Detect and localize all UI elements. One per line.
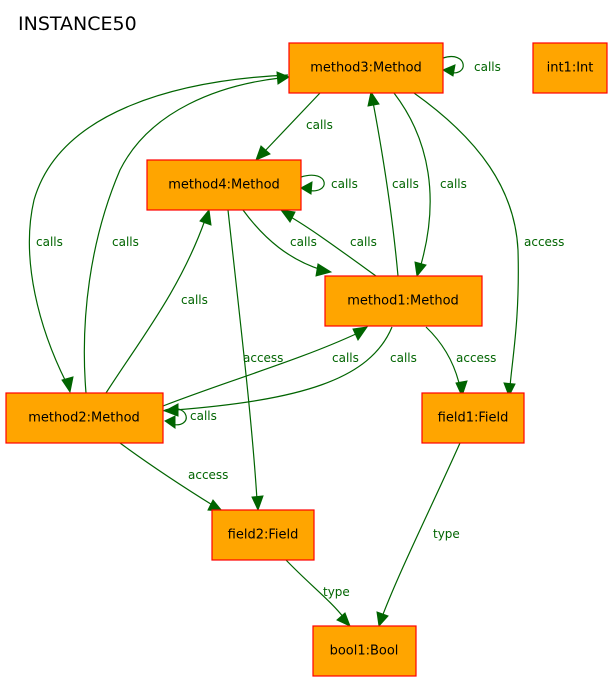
edge-m4-m1: calls: [242, 209, 333, 277]
edge-m3-f1: access: [413, 92, 564, 398]
edge-m2-self: calls: [162, 408, 217, 429]
edge-label: calls: [440, 177, 467, 191]
node-label: method1:Method: [347, 294, 459, 309]
node-label: method4:Method: [168, 178, 280, 193]
edge-m3-self: calls: [441, 55, 501, 77]
edge-m4-self: calls: [299, 174, 358, 195]
node-label: field1:Field: [438, 411, 509, 426]
edge-label: access: [524, 235, 564, 249]
edge-f1-b1: type: [376, 442, 461, 628]
edge-label: calls: [36, 235, 63, 249]
edge-label: calls: [350, 235, 377, 249]
node-label: field2:Field: [228, 528, 299, 543]
node-field2[interactable]: field2:Field: [211, 509, 315, 561]
edge-m1-m2: calls: [163, 326, 417, 417]
node-label: method3:Method: [310, 61, 422, 76]
node-method2[interactable]: method2:Method: [5, 392, 164, 444]
edge-m1-f1: access: [425, 326, 496, 398]
edge-label: calls: [290, 235, 317, 249]
edge-label: type: [323, 585, 350, 599]
node-bool1[interactable]: bool1:Bool: [312, 625, 417, 677]
edge-label: calls: [474, 60, 501, 74]
node-label: method2:Method: [28, 411, 140, 426]
edge-m3-m2: calls: [28, 74, 289, 394]
edge-m3-m4: calls: [255, 92, 333, 161]
edge-label: calls: [190, 409, 217, 423]
edge-m2-m4: calls: [105, 208, 212, 394]
edge-label: calls: [392, 177, 419, 191]
edge-m1-m3: calls: [367, 90, 419, 277]
edge-label: calls: [332, 351, 359, 365]
edge-label: calls: [112, 235, 139, 249]
edge-label: calls: [181, 293, 208, 307]
node-label: bool1:Bool: [330, 644, 399, 659]
edge-m1-m4: calls: [279, 209, 377, 277]
edge-m3-m1: calls: [393, 92, 467, 278]
edge-label: access: [243, 351, 283, 365]
edge-label: calls: [331, 177, 358, 191]
edge-m2-f2: access: [119, 442, 228, 512]
edge-m4-f2: access: [227, 209, 283, 512]
edge-m2-m3: calls: [83, 71, 291, 394]
edge-label: access: [188, 468, 228, 482]
node-method4[interactable]: method4:Method: [146, 159, 302, 211]
edge-label: type: [433, 527, 460, 541]
node-field1[interactable]: field1:Field: [421, 392, 525, 444]
edge-f2-b1: type: [285, 559, 351, 627]
node-int1[interactable]: int1:Int: [532, 42, 608, 94]
edge-label: calls: [306, 118, 333, 132]
edge-label: access: [456, 351, 496, 365]
node-label: int1:Int: [547, 61, 594, 76]
edge-label: calls: [390, 351, 417, 365]
diagram-title: INSTANCE50: [18, 13, 137, 35]
edge-m2-m1: calls: [162, 326, 369, 407]
node-method1[interactable]: method1:Method: [324, 275, 483, 327]
node-method3[interactable]: method3:Method: [288, 42, 444, 94]
